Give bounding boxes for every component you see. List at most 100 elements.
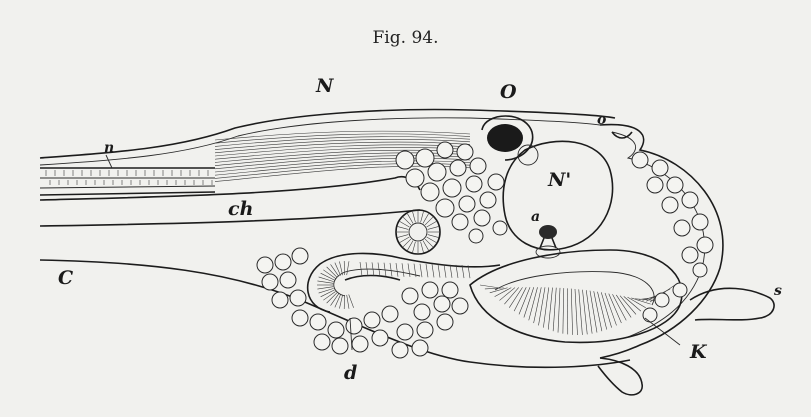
k-striation (624, 296, 641, 311)
gut-ray (347, 261, 349, 275)
yolk-cell (428, 163, 446, 181)
ring-ray (428, 227, 439, 230)
yolk-cell (652, 160, 668, 176)
label-o: o (597, 112, 606, 128)
yolk-cell (682, 192, 698, 208)
endoderm-k-outer (470, 250, 682, 342)
ring-ray (428, 235, 439, 238)
yolk-cell (262, 274, 278, 290)
ring-ray (398, 227, 409, 230)
endoderm-k-inner (495, 272, 654, 305)
yolk-cell (682, 247, 698, 263)
yolk-cell (280, 272, 296, 288)
ring-ray (413, 212, 416, 223)
yolk-cell (372, 330, 388, 346)
gut-ray (335, 263, 341, 276)
muscle-fibre (215, 134, 470, 143)
yolk-cell (437, 142, 453, 158)
gut-ray (450, 265, 452, 278)
yolk-cell (442, 282, 458, 298)
yolk-cell (332, 338, 348, 354)
yolk-cell (328, 322, 344, 338)
yolk-cell (392, 342, 408, 358)
leader-n (106, 155, 112, 168)
yolk-cell (662, 197, 678, 213)
yolk-cell (416, 149, 434, 167)
label-N-prime: N' (547, 169, 571, 191)
k-striation (583, 290, 588, 335)
label-N: N (315, 75, 334, 97)
label-a: a (531, 209, 540, 225)
yolk-cell (414, 304, 430, 320)
yolk-cell (421, 183, 439, 201)
k-striation (598, 292, 607, 330)
label-ch: ch (228, 198, 253, 220)
yolk-cell (469, 229, 483, 243)
ring-ray (413, 242, 416, 253)
gut-ray (335, 294, 341, 307)
ring-organ-core (409, 223, 427, 241)
yolk-cell (466, 176, 482, 192)
yolk-cell (470, 158, 486, 174)
gut-ray (438, 264, 440, 277)
muscle-fibre (215, 142, 470, 153)
gut-ray (432, 264, 434, 277)
k-striation (558, 288, 560, 333)
yolk-cell (667, 177, 683, 193)
label-O: O (500, 81, 517, 103)
gut-ray (349, 295, 354, 308)
k-striation (548, 288, 552, 330)
gut-ray (396, 263, 398, 277)
yolk-cell (697, 237, 713, 253)
yolk-cell (452, 214, 468, 230)
gut-ray (339, 261, 342, 275)
yolk-cell (434, 296, 450, 312)
yolk-cell (352, 336, 368, 352)
gut-ray (339, 295, 342, 309)
yolk-cell (643, 308, 657, 322)
yolk-cell (693, 263, 707, 277)
label-d: d (344, 362, 357, 384)
yolk-cell (452, 298, 468, 314)
yolk-cells (257, 142, 713, 358)
yolk-cell (382, 306, 398, 322)
yolk-cell (314, 334, 330, 350)
gut-ray (319, 288, 334, 293)
yolk-cell (647, 177, 663, 193)
yolk-cell (290, 290, 306, 306)
k-striation (480, 285, 500, 288)
gut-ray (347, 295, 349, 309)
yolk-cell (422, 282, 438, 298)
yolk-cell (397, 324, 413, 340)
yolk-cell (417, 322, 433, 338)
yolk-cell (257, 257, 273, 273)
yolk-cell (459, 196, 475, 212)
yolk-cell (655, 293, 669, 307)
yolk-cell (632, 152, 648, 168)
yolk-cell (412, 340, 428, 356)
label-K: K (689, 341, 708, 363)
yolk-cell (493, 221, 507, 235)
gut-ray (390, 263, 392, 277)
cavity-n-prime (503, 141, 612, 249)
yolk-cell (292, 310, 308, 326)
k-striation (579, 289, 583, 334)
yolk-cell (275, 254, 291, 270)
k-striation (553, 288, 556, 331)
yolk-cell (488, 174, 504, 190)
gut-ray (319, 277, 334, 282)
yolk-cell (692, 214, 708, 230)
gut-ray (317, 287, 333, 289)
k-striation (594, 291, 602, 331)
yolk-cell (272, 292, 288, 308)
k-striation (529, 287, 538, 320)
yolk-cell (346, 318, 362, 334)
label-n: n (104, 140, 114, 156)
yolk-cell (443, 179, 461, 197)
gut-ray (317, 281, 333, 283)
ring-ray (421, 212, 424, 223)
label-C: C (58, 267, 73, 289)
yolk-cell (457, 144, 473, 160)
gut-ray (444, 265, 446, 278)
